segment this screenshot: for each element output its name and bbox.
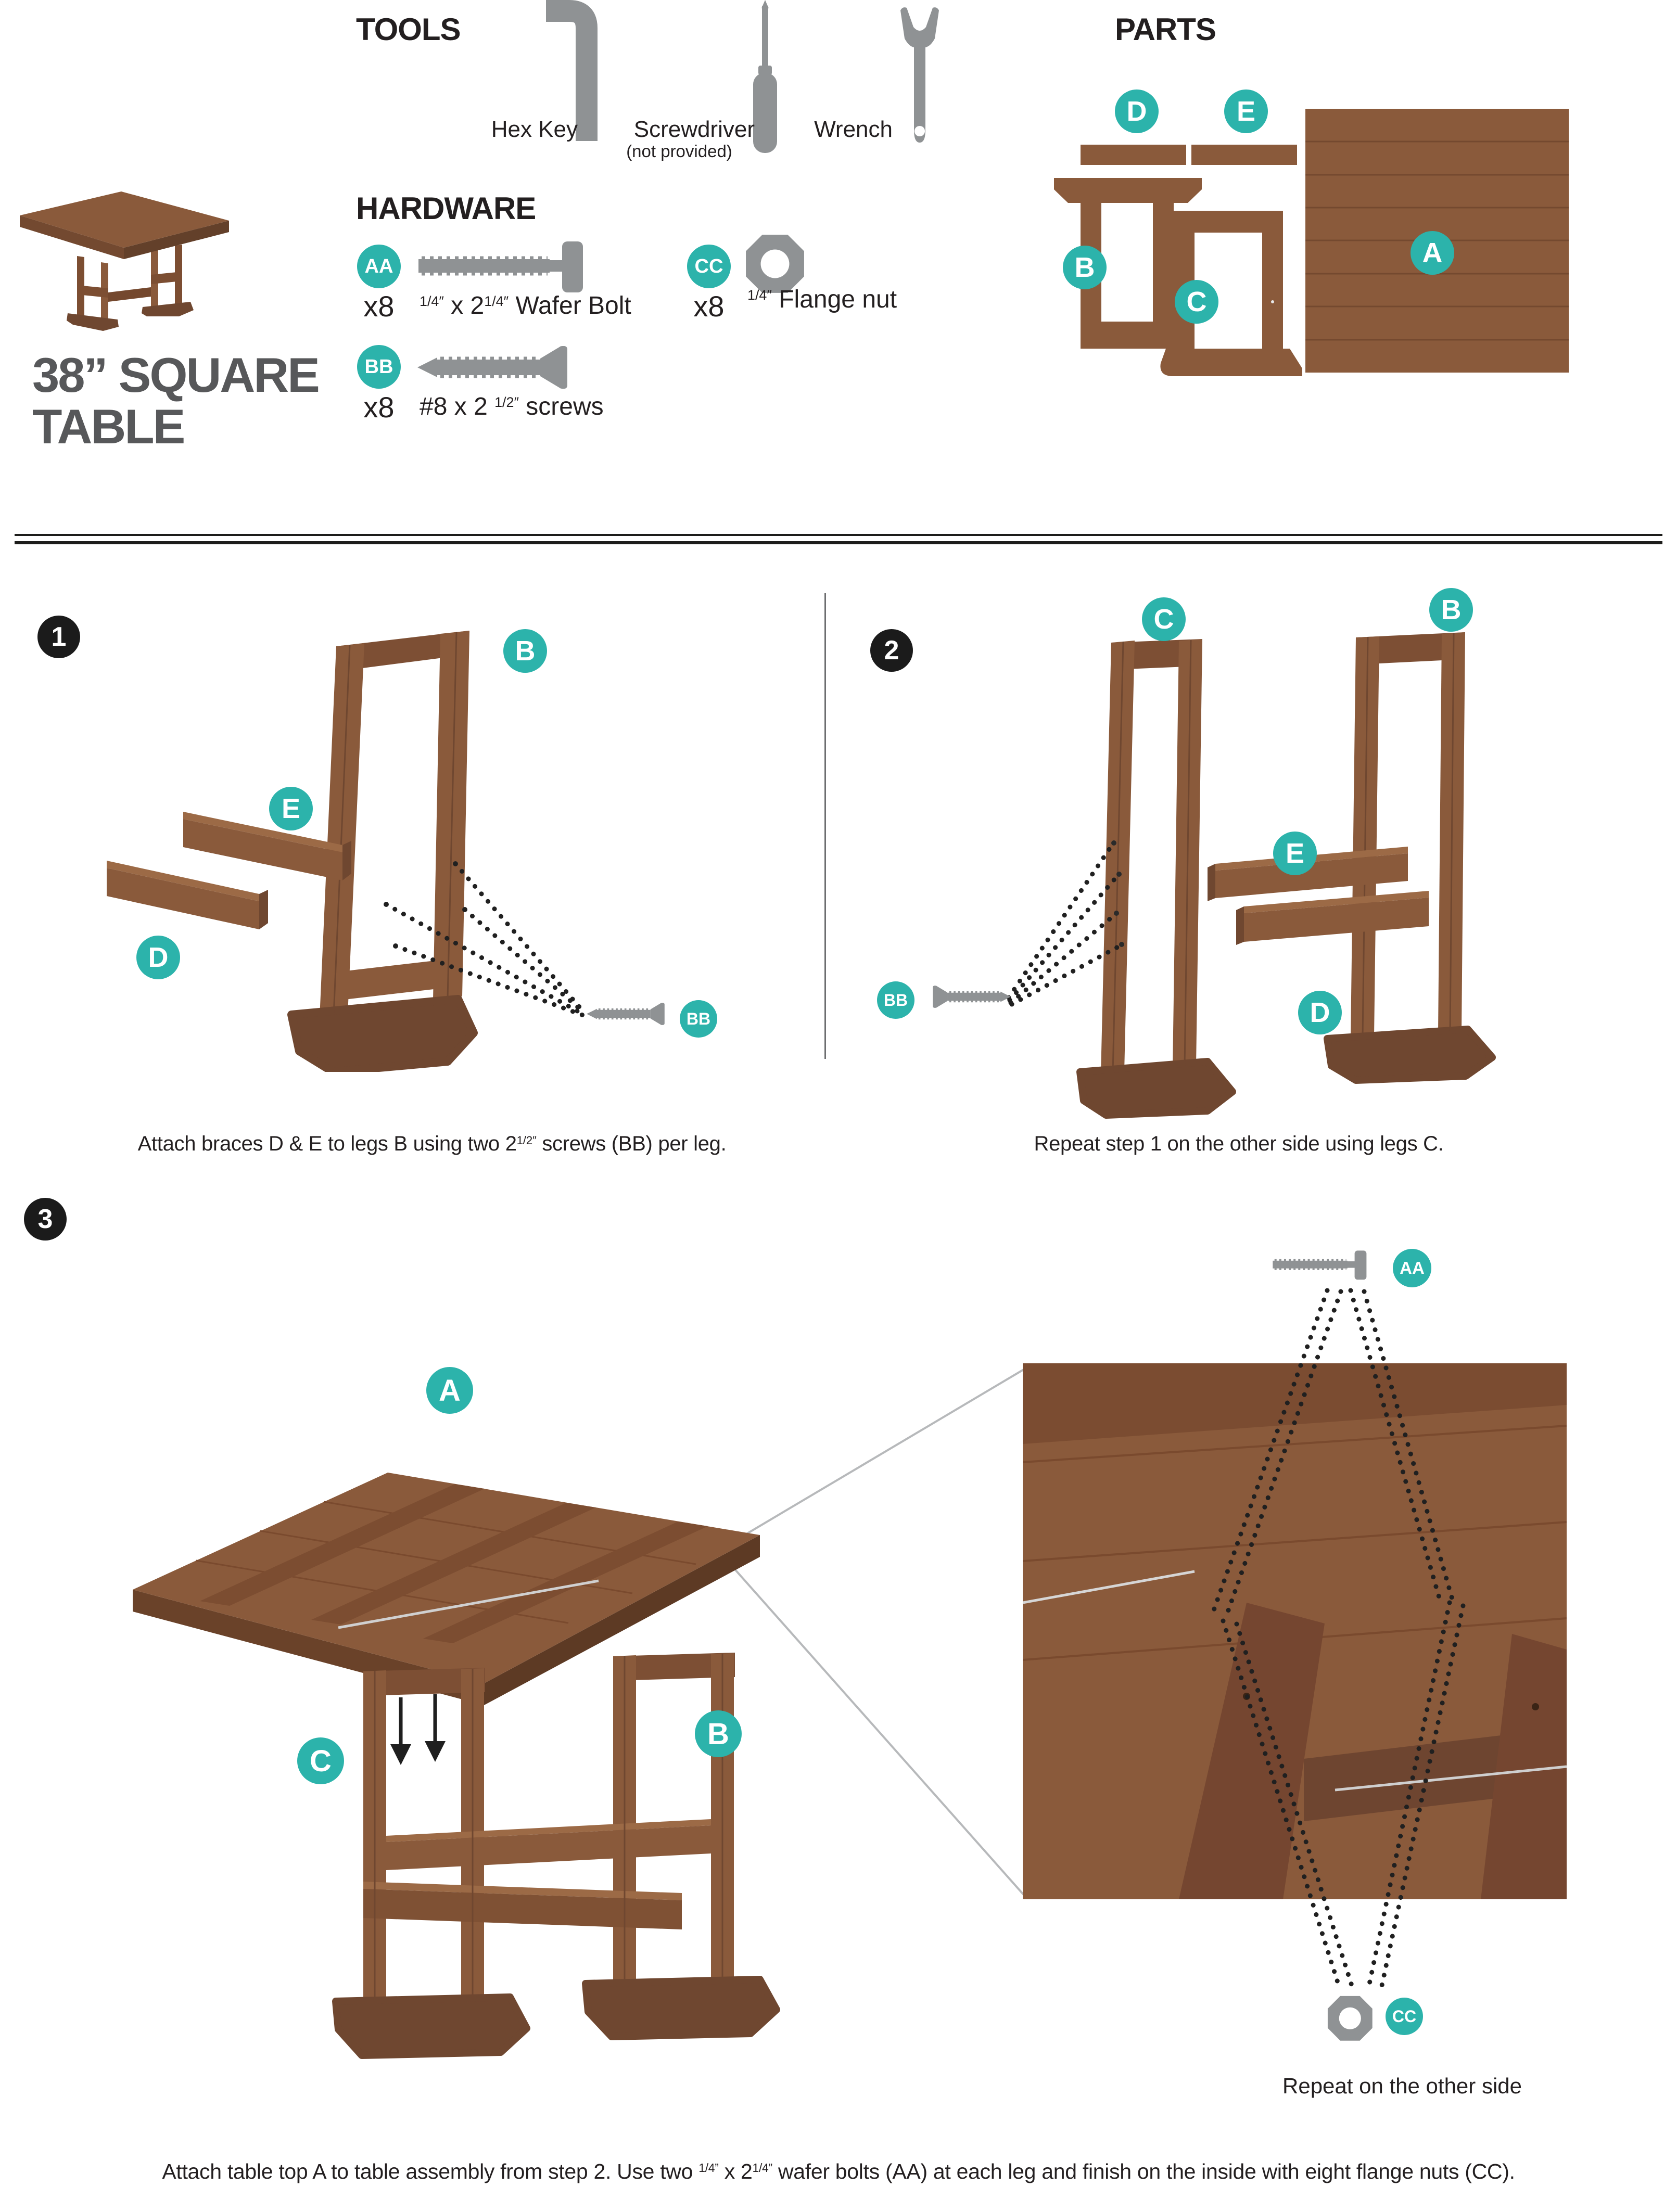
product-title: 38” SQUARE TABLE <box>32 348 320 454</box>
step3-badge-cc: CC <box>1386 1998 1423 2035</box>
detail-leader-lines <box>717 1367 1026 1898</box>
hardware-qty-bb: x8 <box>363 391 395 424</box>
screwdriver-icon <box>753 0 777 153</box>
part-e-brace <box>1191 145 1297 165</box>
step1-badge-b: B <box>503 629 547 673</box>
hardware-qty-cc: x8 <box>693 290 725 323</box>
step1-badge-e: E <box>269 787 313 830</box>
step2-leg-b-assembly <box>1208 632 1496 1084</box>
step3-badge-c: C <box>297 1737 344 1784</box>
step3-bolt-aa-icon <box>1273 1250 1366 1280</box>
step1-brace-d <box>107 861 268 929</box>
hardware-desc-cc: 1/4″ Flange nut <box>747 286 897 313</box>
step3-leg-assembly <box>332 1653 780 2059</box>
step1-diagram <box>107 631 749 1072</box>
tool-label-wrench: Wrench <box>814 117 893 142</box>
part-d-brace <box>1081 145 1186 165</box>
step1-caption: Attach braces D & E to legs B using two … <box>137 1132 727 1155</box>
step2-badge-bb: BB <box>877 981 914 1019</box>
step3-number: 3 <box>24 1198 67 1241</box>
hardware-badge-cc: CC <box>687 245 731 288</box>
step2-number: 2 <box>870 629 913 672</box>
horizontal-rule-bottom <box>15 541 1662 544</box>
parts-badge-d: D <box>1115 89 1159 133</box>
step3-nut-cc-icon <box>1327 1996 1373 2041</box>
step3-caption: Attach table top A to table assembly fro… <box>162 2159 1515 2183</box>
step2-caption: Repeat step 1 on the other side using le… <box>1034 1132 1444 1155</box>
step3-badge-b: B <box>695 1710 742 1757</box>
step1-number: 1 <box>37 616 80 658</box>
wafer-bolt-icon <box>416 238 599 296</box>
step3-badge-a: A <box>426 1367 473 1414</box>
product-title-line2: TABLE <box>32 399 185 454</box>
step2-badge-b: B <box>1429 588 1473 632</box>
step3-detail-inset <box>1023 1238 1567 2041</box>
hardware-section-title: HARDWARE <box>356 191 536 226</box>
step3-diagram <box>133 1473 780 2059</box>
step3-tabletop-a <box>133 1473 760 1705</box>
wrench-icon <box>900 7 939 143</box>
step1-badge-bb: BB <box>680 1000 717 1038</box>
step2-badge-e: E <box>1273 832 1317 875</box>
step2-diagram <box>843 632 1496 1119</box>
step3-badge-aa: AA <box>1393 1249 1431 1287</box>
horizontal-rule-top <box>15 534 1662 536</box>
parts-badge-e: E <box>1224 89 1268 133</box>
step1-brace-e <box>183 812 351 880</box>
assembled-table-image <box>20 191 229 331</box>
step1-leg-b <box>287 631 478 1072</box>
tool-label-hex-key: Hex Key <box>491 117 578 142</box>
inset-underside-view <box>1023 1363 1567 1899</box>
hardware-desc-aa: 1/4″ x 21/4″ Wafer Bolt <box>420 292 631 319</box>
hardware-desc-bb: #8 x 2 1/2″ screws <box>420 393 604 420</box>
screw-icon <box>416 340 593 397</box>
hardware-badge-aa: AA <box>357 245 401 288</box>
step1-badge-d: D <box>136 936 180 979</box>
part-c-leg <box>1160 211 1302 376</box>
down-arrows <box>390 1694 446 1765</box>
product-title-line1: 38” SQUARE <box>32 348 320 402</box>
step-divider <box>824 593 826 1059</box>
step2-screw-bb-icon <box>933 986 1011 1008</box>
hex-key-icon <box>546 0 598 141</box>
tool-label-screwdriver: Screwdriver <box>633 117 755 142</box>
hardware-qty-aa: x8 <box>363 290 395 323</box>
parts-section-title: PARTS <box>1115 12 1216 47</box>
step2-badge-d: D <box>1298 991 1342 1034</box>
tool-note-not-provided: (not provided) <box>626 142 732 161</box>
hardware-badge-bb: BB <box>357 345 401 389</box>
parts-badge-a: A <box>1411 231 1454 275</box>
step2-leg-c <box>1076 639 1236 1119</box>
parts-badge-b: B <box>1063 246 1107 289</box>
parts-badge-c: C <box>1175 280 1218 324</box>
step1-screw-bb-icon <box>587 1003 665 1025</box>
step2-badge-c: C <box>1142 597 1186 641</box>
step3-repeat-note: Repeat on the other side <box>1282 2074 1522 2098</box>
tools-section-title: TOOLS <box>356 12 461 47</box>
